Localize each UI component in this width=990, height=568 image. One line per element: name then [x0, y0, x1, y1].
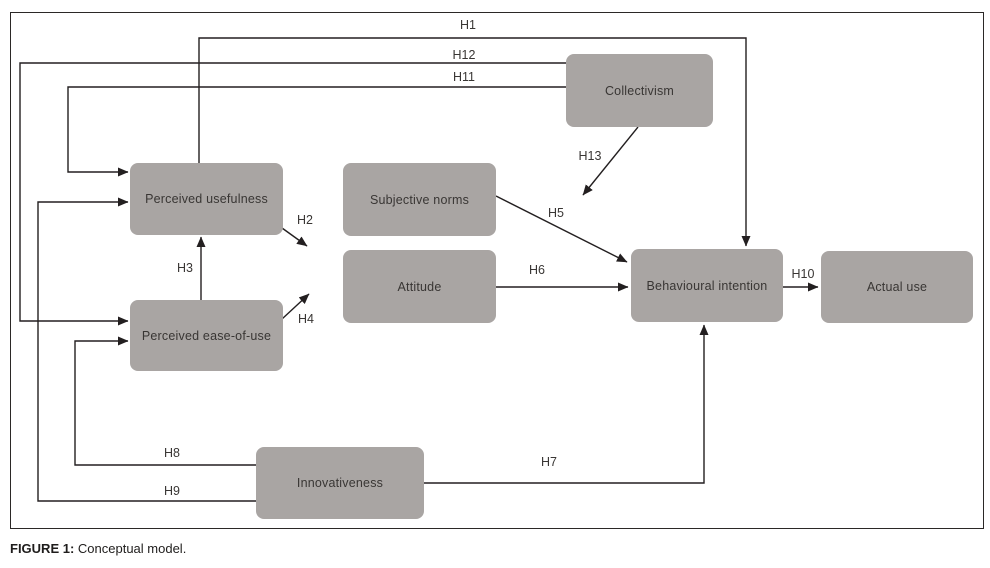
node-collectivism: Collectivism [566, 54, 713, 127]
node-attitude: Attitude [343, 250, 496, 323]
arrow-h11 [67, 86, 566, 177]
arrow-h1 [198, 37, 751, 247]
node-subjective-norms: Subjective norms [343, 163, 496, 236]
node-actual-use: Actual use [821, 251, 973, 323]
arrow-h8 [74, 336, 256, 466]
node-innovativeness: Innovativeness [256, 447, 424, 519]
edge-label-h1: H1 [460, 18, 476, 32]
edge-label-h13: H13 [578, 149, 602, 163]
arrow-h12 [19, 62, 566, 326]
figure-border [10, 12, 984, 529]
edge-label-h2: H2 [297, 213, 313, 227]
arrow-h9 [37, 197, 256, 502]
arrow-h2 [281, 227, 308, 247]
node-perceived-usefulness: Perceived usefulness [130, 163, 283, 235]
edge-label-h5: H5 [548, 206, 564, 220]
node-behavioural-intention: Behavioural intention [631, 249, 783, 322]
edge-label-h3: H3 [177, 261, 193, 275]
edge-label-h9: H9 [164, 484, 180, 498]
edge-label-h11: H11 [452, 70, 476, 84]
arrow-h4 [281, 293, 310, 320]
node-perceived-ease-of-use: Perceived ease-of-use [130, 300, 283, 371]
arrow-h7 [424, 324, 709, 484]
arrow-h13 [582, 126, 639, 196]
figure-caption-text: Conceptual model. [74, 541, 187, 556]
figure-caption: FIGURE 1: Conceptual model. [10, 541, 186, 556]
arrow-h5 [495, 195, 628, 263]
edge-label-h7: H7 [541, 455, 557, 469]
edge-label-h10: H10 [791, 267, 815, 281]
edge-label-h4: H4 [298, 312, 314, 326]
figure-caption-number: FIGURE 1: [10, 541, 75, 556]
edge-label-h6: H6 [529, 263, 545, 277]
edge-label-h12: H12 [452, 48, 476, 62]
edge-label-h8: H8 [164, 446, 180, 460]
